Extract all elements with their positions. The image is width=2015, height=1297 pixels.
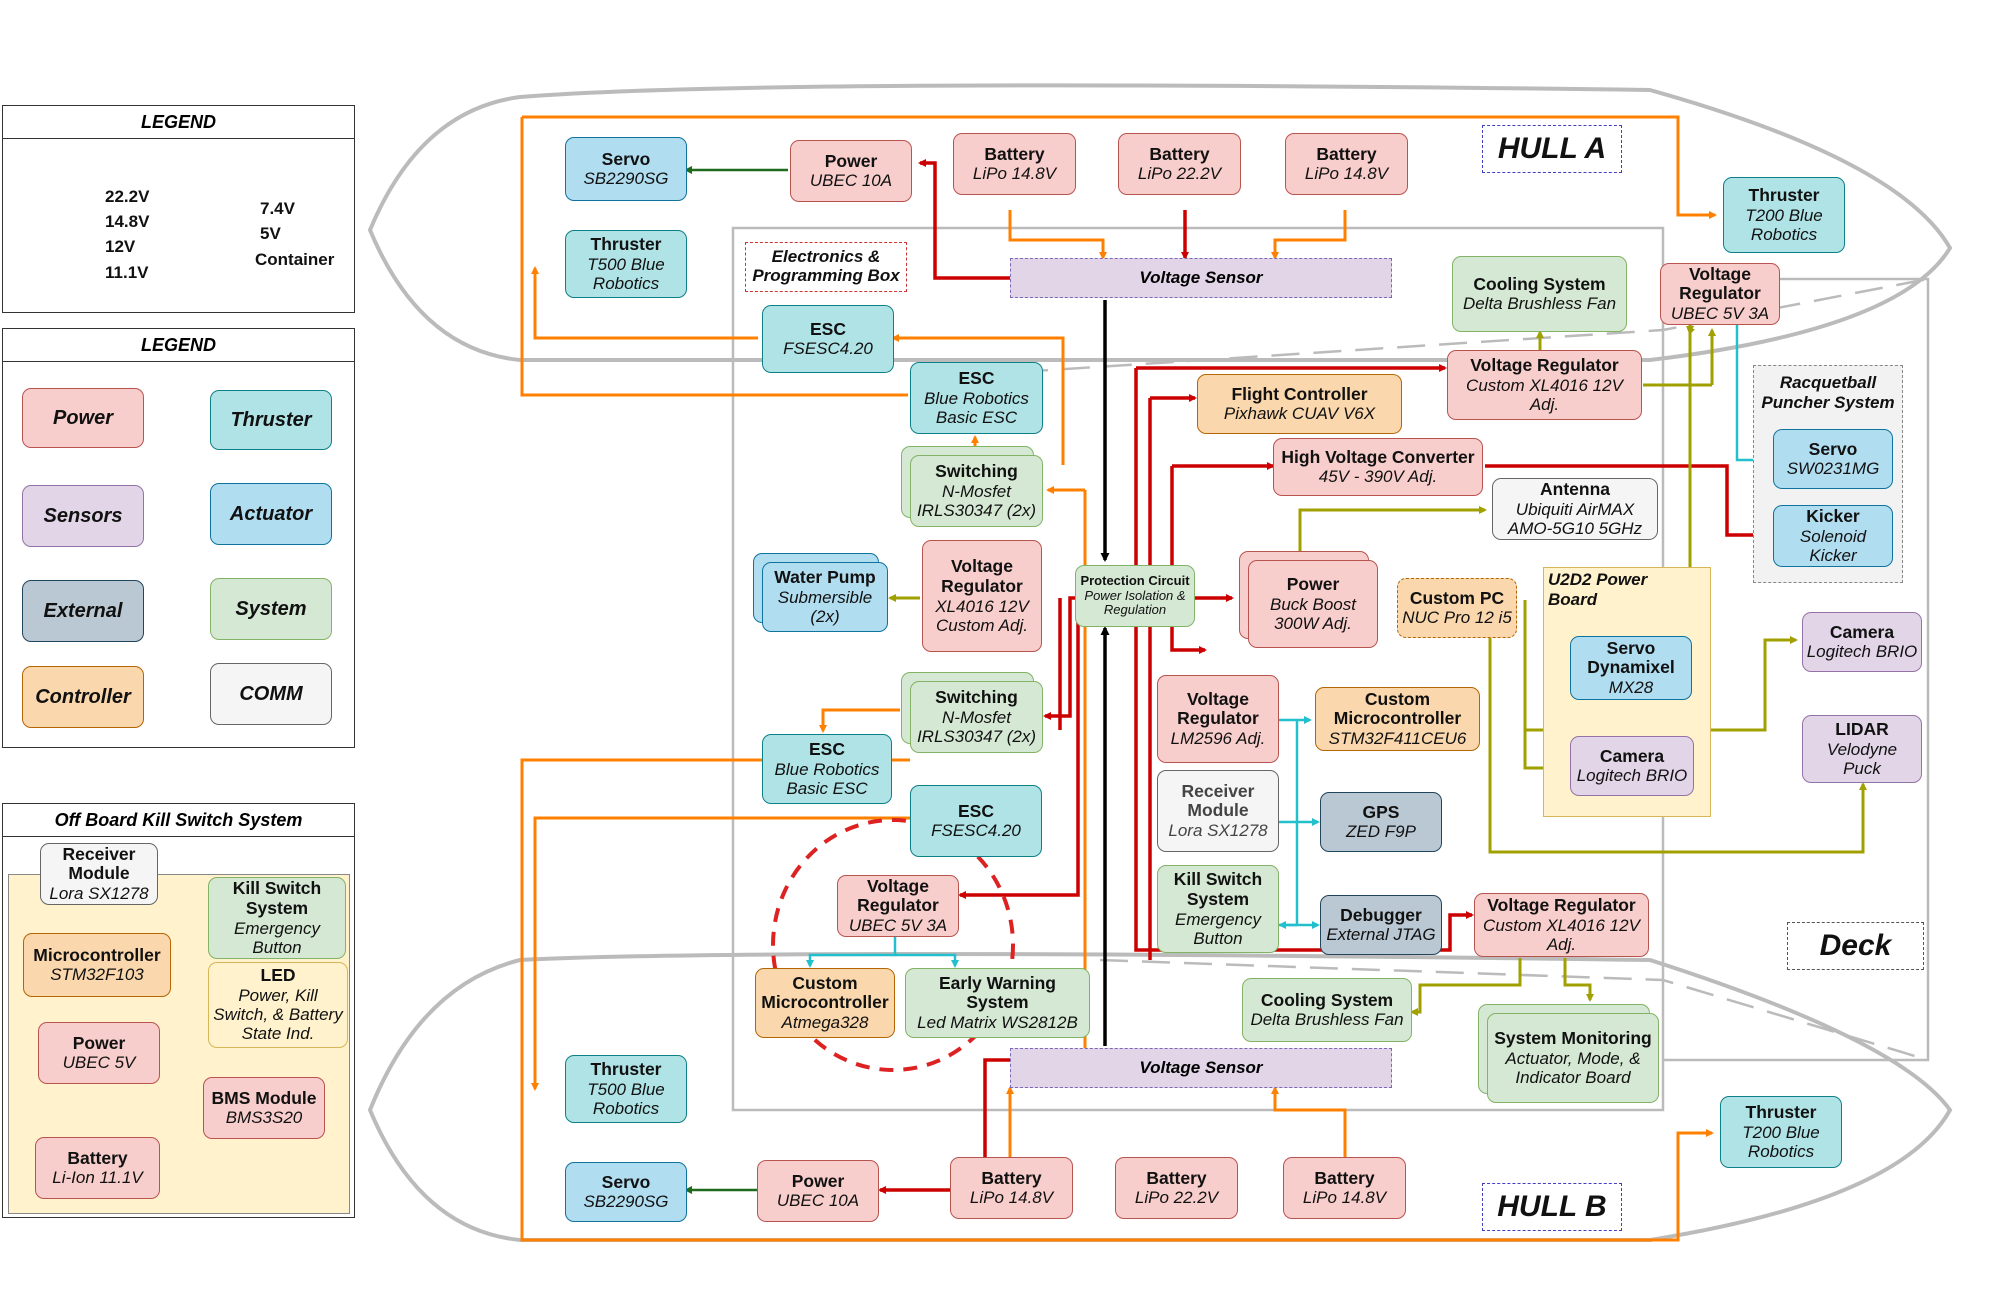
legend-7v-label: 7.4V (260, 199, 295, 218)
hull-b-label: HULL B (1482, 1183, 1622, 1231)
hull-a-label: HULL A (1482, 125, 1622, 173)
legend-comm: COMM (210, 663, 332, 725)
legend-actuator: Actuator (210, 483, 332, 545)
racquetball-label: Racquetball Puncher System (1761, 373, 1895, 413)
voltage-sensor-a: Voltage Sensor (1010, 258, 1392, 298)
legend-14v-label: 14.8V (105, 212, 150, 231)
legend-11v-label: 11.1V (105, 263, 149, 282)
legend-12v-label: 12V (105, 237, 136, 256)
deck-label: Deck (1787, 922, 1924, 970)
legend-categories-title: LEGEND (3, 329, 354, 362)
kill-switch-title: Off Board Kill Switch System (3, 804, 354, 837)
legend-external: External (22, 580, 144, 642)
legend-container-label: Container (255, 250, 335, 269)
legend-22v-label: 22.2V (105, 187, 150, 206)
legend-voltage: LEGEND (2, 105, 355, 313)
legend-controller: Controller (22, 666, 144, 728)
u2d2-label: U2D2 Power Board (1548, 570, 1648, 610)
legend-voltage-title: LEGEND (3, 106, 354, 139)
electronics-box-label: Electronics & Programming Box (745, 242, 907, 292)
legend-system: System (210, 578, 332, 640)
voltage-sensor-b: Voltage Sensor (1010, 1048, 1392, 1088)
legend-power: Power (22, 388, 144, 448)
legend-5v-label: 5V (260, 224, 281, 243)
legend-thruster: Thruster (210, 390, 332, 450)
legend-sensors: Sensors (22, 485, 144, 547)
